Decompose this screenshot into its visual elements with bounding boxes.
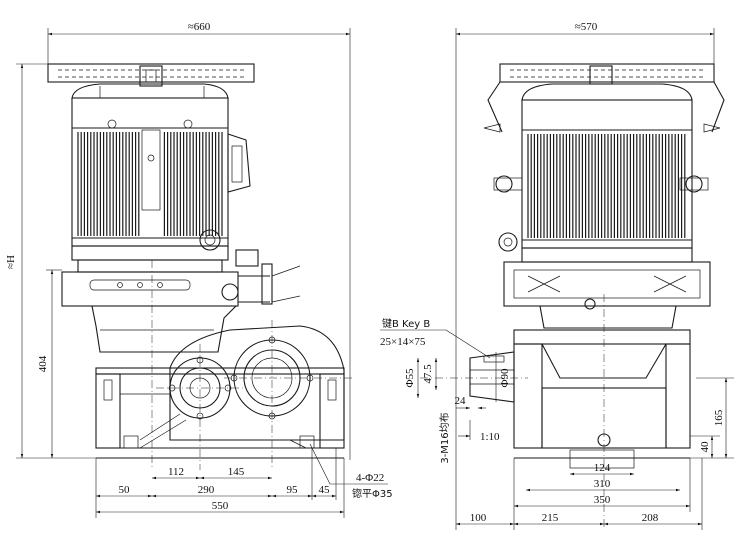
front-overall-width: ≈660: [188, 21, 211, 33]
dim-208: 208: [642, 512, 659, 524]
dim-350: 350: [594, 494, 611, 506]
key-size: 25×14×75: [380, 336, 426, 348]
shaft-diameter: Φ55: [404, 368, 416, 388]
dim-290: 290: [198, 484, 215, 496]
dim-215: 215: [542, 512, 559, 524]
holes-note: 4-Φ22: [356, 472, 384, 484]
bolt-note: 3-M16均布: [439, 412, 451, 463]
dim-550: 550: [212, 500, 229, 512]
shaft-length: 24: [455, 395, 467, 407]
dim-45: 45: [319, 484, 331, 496]
dim-145: 145: [228, 466, 245, 478]
height-40: 40: [699, 441, 711, 453]
dim-310: 310: [594, 478, 611, 490]
front-height-label: ≈H: [5, 255, 17, 269]
dim-95: 95: [287, 484, 299, 496]
side-view: [380, 28, 734, 530]
dim-112: 112: [168, 466, 184, 478]
dim-50: 50: [119, 484, 131, 496]
dim-124: 124: [594, 462, 611, 474]
front-shaft-height: 404: [37, 355, 49, 372]
spotface-note: 锪平Φ35: [352, 487, 393, 500]
dim-100: 100: [470, 512, 487, 524]
shaft-key-depth: 47.5: [422, 364, 434, 384]
taper: 1:10: [480, 431, 500, 443]
height-165: 165: [713, 409, 725, 426]
key-label: 键B Key B: [382, 317, 430, 330]
front-view: [16, 28, 388, 518]
flange-diameter: Φ90: [499, 368, 511, 388]
side-overall-width: ≈570: [575, 21, 598, 33]
